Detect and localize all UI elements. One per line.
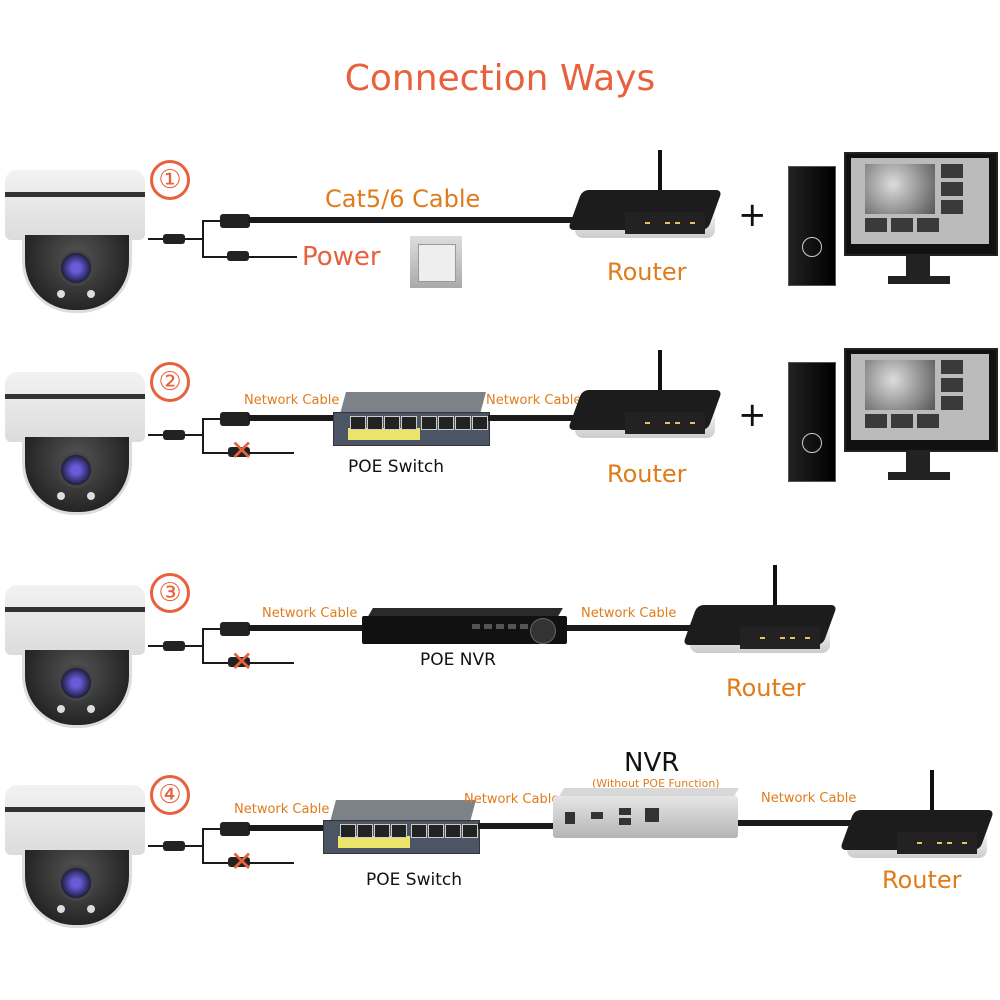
network-cable bbox=[488, 415, 588, 421]
cable-split bbox=[202, 418, 204, 454]
cable-branch bbox=[202, 628, 227, 630]
router-icon bbox=[682, 565, 838, 665]
cable-split bbox=[202, 220, 204, 258]
poe-switch-icon bbox=[333, 392, 490, 447]
router-label: Router bbox=[607, 460, 687, 488]
network-cable bbox=[248, 825, 328, 831]
poe-switch-icon bbox=[323, 800, 480, 855]
cable-label-1: Network Cable bbox=[262, 606, 358, 621]
rj45-connector-icon bbox=[220, 622, 250, 636]
crossed-out-icon: ✕ bbox=[230, 434, 254, 467]
connector-icon bbox=[163, 641, 185, 651]
dome-camera-icon bbox=[0, 785, 150, 935]
dome-camera-icon bbox=[0, 585, 150, 735]
cable-split bbox=[202, 828, 204, 864]
network-cable bbox=[248, 415, 338, 421]
network-cable bbox=[478, 823, 558, 829]
power-connector-icon bbox=[228, 657, 250, 667]
plus-icon: + bbox=[738, 395, 767, 435]
step-number-1: ① bbox=[150, 160, 190, 200]
cable-label: Cat5/6 Cable bbox=[325, 185, 481, 213]
cable-branch bbox=[202, 220, 227, 222]
rj45-connector-icon bbox=[220, 412, 250, 426]
wall-socket-icon bbox=[410, 236, 462, 288]
step-number-2: ② bbox=[150, 362, 190, 402]
rj45-connector-icon bbox=[220, 822, 250, 836]
connector-icon bbox=[163, 841, 185, 851]
power-connector-icon bbox=[228, 447, 250, 457]
nvr-sublabel: (Without POE Function) bbox=[592, 777, 720, 790]
crossed-out-icon: ✕ bbox=[230, 845, 254, 878]
plus-icon: + bbox=[738, 195, 767, 235]
crossed-out-icon: ✕ bbox=[230, 645, 254, 678]
power-cable bbox=[202, 256, 297, 258]
router-icon bbox=[567, 350, 723, 450]
device-label: POE Switch bbox=[348, 457, 444, 477]
diagram-title: Connection Ways bbox=[344, 58, 656, 99]
network-cable bbox=[738, 820, 858, 826]
cable-label-2: Network Cable bbox=[486, 393, 582, 408]
cable-label-1: Network Cable bbox=[244, 393, 340, 408]
cable-label-2: Network Cable bbox=[464, 792, 560, 807]
network-cable bbox=[567, 625, 697, 631]
cable-branch bbox=[202, 828, 227, 830]
desktop-pc-monitor-icon bbox=[788, 152, 998, 292]
router-label: Router bbox=[726, 674, 806, 702]
step-number-4: ④ bbox=[150, 775, 190, 815]
connector-icon bbox=[163, 430, 185, 440]
router-icon bbox=[567, 150, 723, 250]
rj45-connector-icon bbox=[220, 214, 250, 228]
router-label: Router bbox=[882, 866, 962, 894]
dome-camera-icon bbox=[0, 170, 150, 320]
power-connector-icon bbox=[227, 251, 249, 261]
network-cable bbox=[248, 625, 368, 631]
router-label: Router bbox=[607, 258, 687, 286]
power-connector-icon bbox=[228, 857, 250, 867]
nvr-icon bbox=[553, 788, 739, 838]
connector-icon bbox=[163, 234, 185, 244]
desktop-pc-monitor-icon bbox=[788, 348, 998, 488]
power-label: Power bbox=[302, 242, 381, 272]
cable-label-2: Network Cable bbox=[581, 606, 677, 621]
device-label: POE NVR bbox=[420, 650, 496, 670]
dome-camera-icon bbox=[0, 372, 150, 522]
cable-label-3: Network Cable bbox=[761, 791, 857, 806]
cable-label-1: Network Cable bbox=[234, 802, 330, 817]
poe-nvr-icon bbox=[362, 608, 567, 648]
cable-branch bbox=[202, 418, 227, 420]
cable-split bbox=[202, 628, 204, 664]
switch-label: POE Switch bbox=[366, 870, 462, 890]
router-icon bbox=[839, 770, 995, 870]
cat-cable bbox=[248, 217, 588, 223]
nvr-label: NVR bbox=[624, 748, 680, 778]
step-number-3: ③ bbox=[150, 573, 190, 613]
